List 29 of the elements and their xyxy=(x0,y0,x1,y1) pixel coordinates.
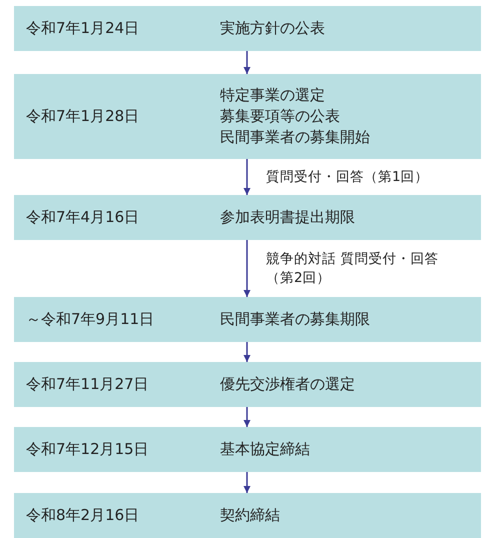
event-text: 募集要項等の公表 xyxy=(220,106,341,126)
timeline-band xyxy=(14,493,481,538)
event-text: 参加表明書提出期限 xyxy=(220,206,355,228)
arrow xyxy=(244,407,250,427)
timeline-band xyxy=(14,427,481,472)
arrow xyxy=(244,342,250,362)
date-text: 令和7年4月16日 xyxy=(26,208,140,226)
arrow xyxy=(244,472,250,493)
date-text: 令和7年11月27日 xyxy=(26,374,149,394)
timeline-band xyxy=(14,195,481,240)
timeline-band xyxy=(14,362,481,407)
date-text: 令和7年12月15日 xyxy=(26,440,149,458)
event-text: 民間事業者の募集開始 xyxy=(220,126,370,148)
arrow xyxy=(244,159,250,195)
date-text: ～令和7年9月11日 xyxy=(26,310,154,328)
date-text: 令和8年2月16日 xyxy=(26,506,140,524)
event-text: 特定事業の選定 xyxy=(220,84,326,106)
date-text: 令和7年1月24日 xyxy=(26,18,140,38)
timeline-band xyxy=(14,74,481,159)
arrow xyxy=(244,51,250,74)
event-text: 優先交渉権者の選定 xyxy=(220,374,355,394)
arrow xyxy=(244,240,250,297)
event-text: 実施方針の公表 xyxy=(220,18,325,38)
event-text: 契約締結 xyxy=(220,504,280,526)
timeline-band xyxy=(14,297,481,342)
event-text: 民間事業者の募集期限 xyxy=(220,308,370,330)
date-text: 令和7年1月28日 xyxy=(26,106,140,126)
timeline-band xyxy=(14,6,481,51)
event-text: 基本協定締結 xyxy=(220,438,310,460)
